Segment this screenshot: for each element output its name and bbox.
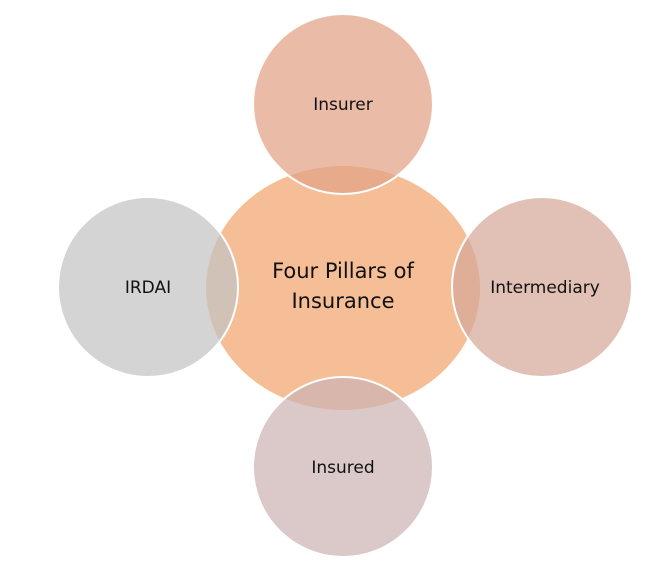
- pillar-circle-insured: [252, 376, 434, 558]
- pillar-label-insured: Insured: [311, 458, 374, 478]
- pillar-circle-insurer: [252, 13, 434, 195]
- pillar-label-irdai: IRDAI: [125, 278, 171, 298]
- pillar-label-insurer: Insurer: [313, 95, 372, 115]
- pillar-circle-irdai: [57, 196, 239, 378]
- center-title-line2: Insurance: [291, 289, 394, 313]
- pillar-circle-intermediary: [451, 196, 633, 378]
- center-title-line1: Four Pillars of: [272, 259, 414, 283]
- pillar-label-intermediary: Intermediary: [490, 278, 600, 298]
- center-circle: [206, 166, 480, 410]
